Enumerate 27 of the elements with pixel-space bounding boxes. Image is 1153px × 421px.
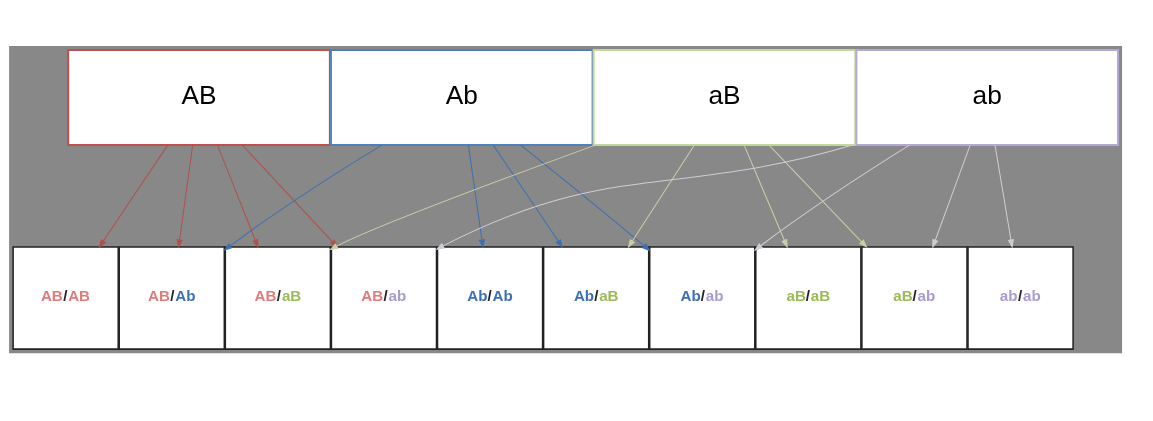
node-box: AB: [67, 49, 331, 147]
node-box: Ab/Ab: [436, 246, 544, 350]
node-box: AB/Ab: [118, 246, 226, 350]
arrow: [520, 144, 651, 252]
arrow: [932, 144, 971, 249]
node-box: Ab/aB: [542, 246, 650, 350]
arrow: [627, 144, 695, 249]
arrow: [743, 144, 788, 249]
arrow: [753, 144, 910, 251]
node-box: ab: [855, 49, 1120, 147]
arrow: [768, 144, 868, 249]
node-box: Ab: [329, 49, 594, 147]
node-box: aB/ab: [861, 246, 968, 350]
arrow: [492, 144, 564, 249]
node-box: Ab/ab: [648, 246, 756, 350]
arrow: [994, 144, 1014, 249]
arrow: [176, 144, 194, 249]
arrow: [217, 144, 259, 249]
node-box: aB: [592, 49, 857, 147]
node-box: AB/ab: [330, 246, 438, 350]
node-box: ab/ab: [967, 246, 1074, 350]
arrow: [98, 144, 169, 249]
arrow: [435, 143, 857, 250]
arrow: [467, 144, 485, 249]
node-box: aB/aB: [755, 246, 862, 350]
node-box: AB/AB: [12, 246, 119, 350]
node-box: AB/aB: [224, 246, 332, 350]
